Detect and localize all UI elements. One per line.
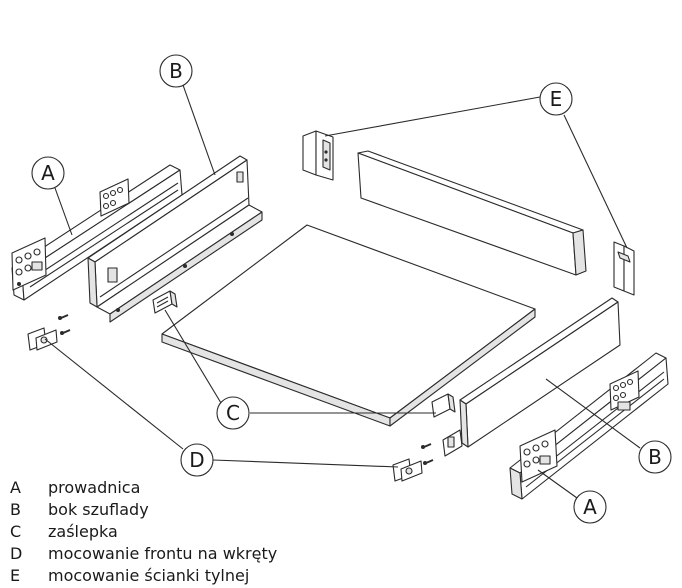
rear-bracket-left — [302, 130, 334, 181]
drawer-back-panel — [357, 150, 587, 276]
svg-text:A: A — [41, 161, 55, 185]
leader-b-right — [545, 378, 641, 449]
leader-b-left — [182, 84, 216, 176]
right-drawer-side — [442, 297, 621, 457]
legend-row-b: B bok szuflady — [10, 498, 410, 520]
callout-b-left: B — [159, 54, 193, 88]
legend-text: prowadnica — [48, 477, 141, 497]
leader-lines — [44, 84, 641, 499]
legend-key: C — [10, 521, 22, 541]
leader-d-left — [44, 338, 184, 450]
drawer-bottom-panel — [161, 224, 536, 427]
rear-bracket-right — [613, 241, 635, 296]
left-slide-runner — [11, 164, 183, 301]
legend-text: bok szuflady — [48, 499, 149, 519]
leader-d-right — [212, 459, 399, 468]
svg-text:E: E — [550, 87, 563, 111]
legend-text: zaślepka — [48, 521, 118, 541]
legend-key: A — [10, 477, 21, 497]
callout-d: D — [180, 443, 214, 477]
legend-row-c: C zaślepka — [10, 520, 410, 542]
svg-text:A: A — [583, 495, 597, 519]
legend: A prowadnica B bok szuflady C zaślepka D… — [10, 476, 410, 586]
callout-b-right: B — [638, 440, 672, 474]
legend-text: mocowanie frontu na wkręty — [48, 543, 278, 563]
legend-key: E — [10, 565, 21, 585]
right-slide-runner — [509, 352, 669, 500]
leader-a-right — [537, 469, 578, 499]
leader-a-left — [54, 187, 73, 236]
svg-text:D: D — [189, 448, 204, 472]
leader-e-left — [324, 96, 541, 137]
svg-text:B: B — [648, 445, 662, 469]
legend-key: B — [10, 499, 21, 519]
legend-row-e: E mocowanie ścianki tylnej — [10, 564, 410, 586]
callout-a-left: A — [31, 156, 65, 190]
front-fixing-right — [392, 443, 434, 482]
callout-e: E — [539, 82, 573, 116]
leader-c-left — [164, 309, 222, 404]
end-cap-right — [431, 393, 456, 418]
legend-text: mocowanie ścianki tylnej — [48, 565, 250, 585]
svg-text:C: C — [226, 401, 240, 425]
callout-c: C — [216, 396, 250, 430]
svg-text:B: B — [169, 59, 183, 83]
leader-e-right — [563, 114, 628, 249]
front-fixing-left — [27, 314, 71, 351]
legend-row-a: A prowadnica — [10, 476, 410, 498]
left-drawer-side — [87, 155, 263, 323]
end-cap-left — [152, 290, 178, 314]
legend-row-d: D mocowanie frontu na wkręty — [10, 542, 410, 564]
legend-key: D — [10, 543, 23, 563]
callout-a-right: A — [573, 490, 607, 524]
